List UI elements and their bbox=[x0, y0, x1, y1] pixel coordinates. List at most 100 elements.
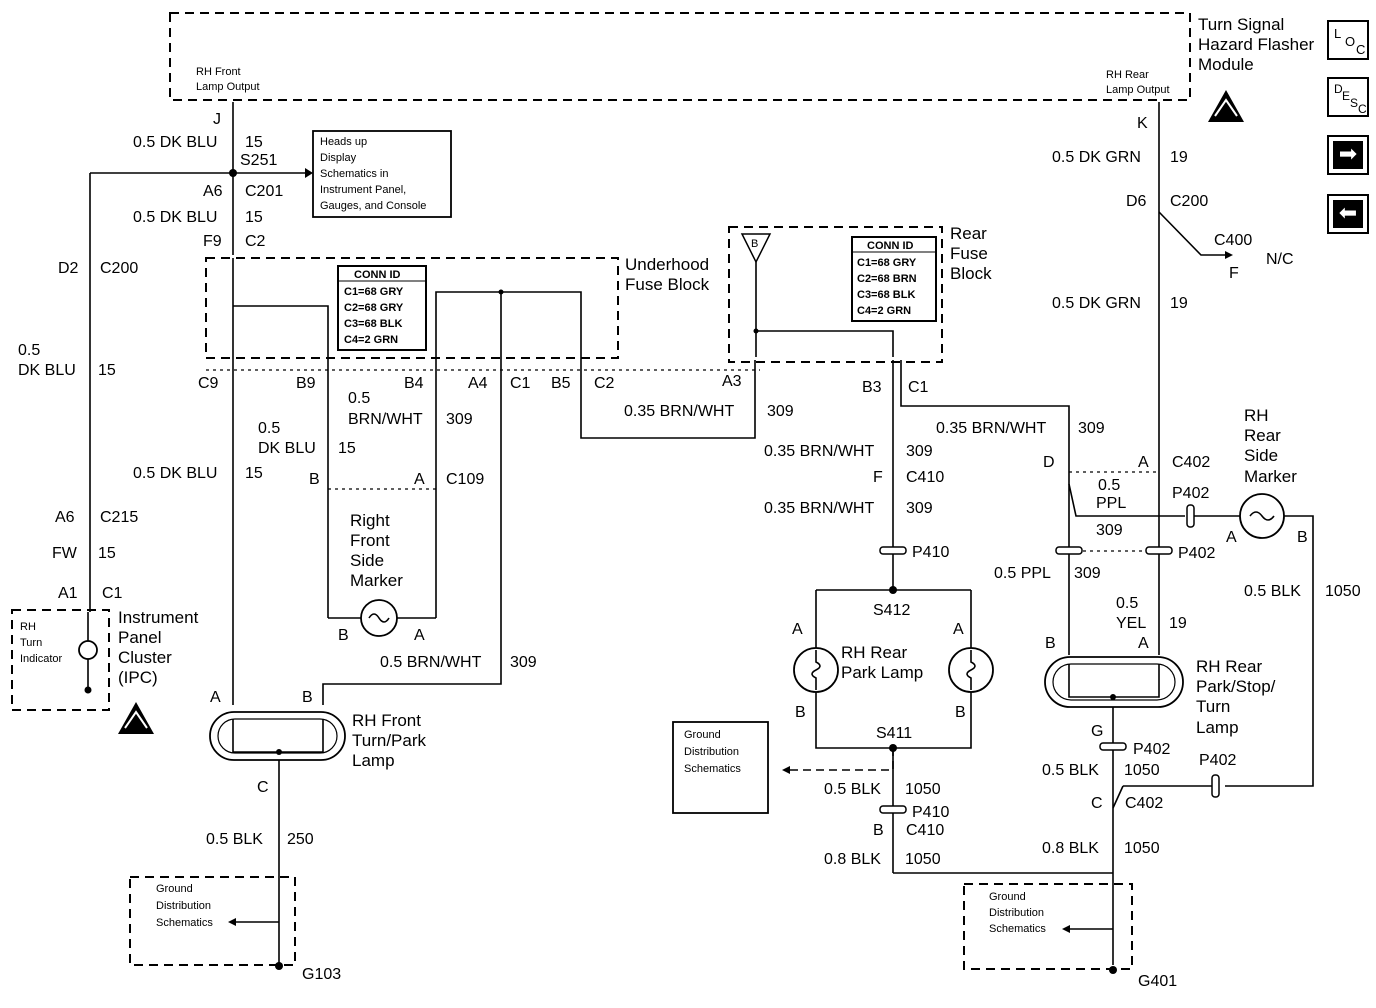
rf-marker-filament bbox=[368, 613, 390, 623]
connector-p410-top-icon bbox=[879, 546, 907, 555]
pst-lamp-2: Park/Stop/ bbox=[1196, 677, 1276, 696]
underhood-conn-id-table: CONN ID C1=68 GRY C2=68 GRY C3=68 BLK C4… bbox=[337, 265, 427, 351]
wire-blk-05-c: 0.5 BLK bbox=[824, 781, 881, 798]
rh-turn-indicator-bulb-icon bbox=[78, 640, 98, 660]
wire-309-r1: 309 bbox=[767, 403, 794, 420]
conn-p402-d: P402 bbox=[1199, 752, 1236, 769]
pst-lamp-3: Turn bbox=[1196, 697, 1230, 716]
rear-fuse-symbol-icon bbox=[740, 233, 772, 264]
underhood-internal-1 bbox=[232, 258, 329, 355]
hud-note-3: Schematics in bbox=[320, 168, 388, 180]
pin-f-c410: F bbox=[873, 469, 883, 486]
wire-1050-c2: 1050 bbox=[905, 851, 941, 868]
desc-letter-e: E bbox=[1342, 89, 1351, 103]
rear-park-2: Park Lamp bbox=[841, 663, 923, 682]
rear-marker-2: Rear bbox=[1244, 426, 1281, 445]
arrow-hud-icon bbox=[305, 168, 313, 178]
pin-b-park-r: B bbox=[955, 704, 966, 721]
wire-15-2: 15 bbox=[245, 209, 263, 226]
splice-s411: S411 bbox=[876, 725, 912, 742]
location-button[interactable]: L O C bbox=[1327, 20, 1369, 60]
wire-blk-05-marker: 0.5 BLK bbox=[1244, 583, 1301, 600]
hud-note-2: Display bbox=[320, 152, 357, 164]
wire-dkblu-1: 0.5 DK BLU bbox=[133, 134, 217, 151]
pin-c2-uh: C2 bbox=[594, 375, 615, 392]
conn-p402-b: P402 bbox=[1178, 545, 1215, 562]
pin-a1: A1 bbox=[58, 585, 78, 602]
wire-s412-branches bbox=[815, 589, 972, 648]
arrow-right-icon: ➡ bbox=[1333, 141, 1363, 169]
wire-309-r4: 309 bbox=[1078, 420, 1105, 437]
rh-front-turn-park-lamp-icon bbox=[209, 711, 346, 761]
hud-note-4: Instrument Panel, bbox=[320, 184, 406, 196]
wire-19-1: 19 bbox=[1170, 149, 1188, 166]
next-page-button[interactable]: ➡ bbox=[1327, 135, 1369, 175]
wire-ppl: PPL bbox=[1096, 495, 1126, 512]
wire-dkblu-2: 0.5 DK BLU bbox=[133, 209, 217, 226]
park-filament-right bbox=[966, 650, 976, 690]
wire-c1-rear bbox=[900, 360, 1070, 655]
description-button[interactable]: D E S C bbox=[1327, 77, 1369, 117]
pin-a-park-l: A bbox=[792, 621, 803, 638]
wire-c1-front-lamp bbox=[322, 355, 502, 705]
pin-a-pst: A bbox=[1138, 635, 1149, 652]
wire-brnwht-035-2: 0.35 BRN/WHT bbox=[764, 443, 874, 460]
wire-309-r3: 309 bbox=[906, 500, 933, 517]
arrow-left-icon: ⬅ bbox=[1333, 200, 1363, 228]
gd-left-3: Schematics bbox=[156, 917, 213, 929]
wire-c400 bbox=[1158, 211, 1225, 256]
conn-c410-bottom: C410 bbox=[906, 822, 944, 839]
pst-lamp-filament bbox=[1068, 664, 1160, 698]
connector-p402-g-icon bbox=[1099, 742, 1127, 751]
wire-dkgrn-1: 0.5 DK GRN bbox=[1052, 149, 1141, 166]
rh-rear-output-2: Lamp Output bbox=[1106, 84, 1170, 96]
rear-park-1: RH Rear bbox=[841, 643, 907, 662]
wire-yel: YEL bbox=[1116, 615, 1146, 632]
pin-a3: A3 bbox=[722, 373, 742, 390]
pin-b-c410: B bbox=[873, 822, 884, 839]
wire-dkgrn-2: 0.5 DK GRN bbox=[1052, 295, 1141, 312]
wire-blk-05-pst: 0.5 BLK bbox=[1042, 762, 1099, 779]
flasher-module-box bbox=[169, 12, 1191, 101]
pin-b-front-lamp: B bbox=[302, 689, 313, 706]
ipc-inner-1: RH bbox=[20, 621, 36, 633]
gd-center-2: Distribution bbox=[684, 746, 739, 758]
esd-warning-icon bbox=[1208, 90, 1244, 122]
hud-note-box bbox=[312, 130, 452, 218]
pin-a-front-lamp: A bbox=[210, 689, 221, 706]
pin-a-rear-marker: A bbox=[1226, 529, 1237, 546]
conn-p410-bottom: P410 bbox=[912, 804, 949, 821]
conn-c402-top: C402 bbox=[1172, 454, 1210, 471]
pin-b-rf-marker: B bbox=[338, 627, 349, 644]
underhood-conn-row-2: C2=68 GRY bbox=[344, 302, 404, 314]
ipc-inner-2: Turn bbox=[20, 637, 42, 649]
rear-marker-4: Marker bbox=[1244, 467, 1297, 486]
rear-marker-3: Side bbox=[1244, 446, 1278, 465]
ipc-box bbox=[11, 609, 110, 711]
underhood-title-2: Fuse Block bbox=[625, 275, 710, 294]
pin-b-rear-marker: B bbox=[1297, 529, 1308, 546]
wire-dkblu-b9: DK BLU bbox=[258, 440, 316, 457]
underhood-title-1: Underhood bbox=[625, 255, 709, 274]
rear-fuse-block bbox=[728, 226, 943, 363]
pst-lamp-4: Lamp bbox=[1196, 718, 1239, 737]
hud-note-1: Heads up bbox=[320, 136, 367, 148]
arrow-gd-left-icon bbox=[228, 918, 236, 926]
wire-blk-08-pst: 0.8 BLK bbox=[1042, 840, 1099, 857]
rh-front-output-2: Lamp Output bbox=[196, 81, 260, 93]
wire-fw-15: 15 bbox=[98, 545, 116, 562]
pin-b-park-l: B bbox=[795, 704, 806, 721]
wire-ppl-05: 0.5 PPL bbox=[994, 565, 1051, 582]
wire-19-yel: 19 bbox=[1169, 615, 1187, 632]
wire-05-yel: 0.5 bbox=[1116, 595, 1138, 612]
underhood-conn-row-4: C4=2 GRN bbox=[344, 334, 398, 346]
underhood-conn-title: CONN ID bbox=[354, 269, 401, 281]
previous-page-button[interactable]: ⬅ bbox=[1327, 194, 1369, 234]
rh-front-lamp-3: Lamp bbox=[352, 751, 395, 770]
wire-b5-a3 bbox=[580, 355, 756, 439]
ground-dist-box-right bbox=[963, 883, 1133, 970]
gd-right-2: Distribution bbox=[989, 907, 1044, 919]
pin-b5: B5 bbox=[551, 375, 571, 392]
pin-a6: A6 bbox=[203, 183, 223, 200]
conn-c200-right: C200 bbox=[1170, 193, 1208, 210]
